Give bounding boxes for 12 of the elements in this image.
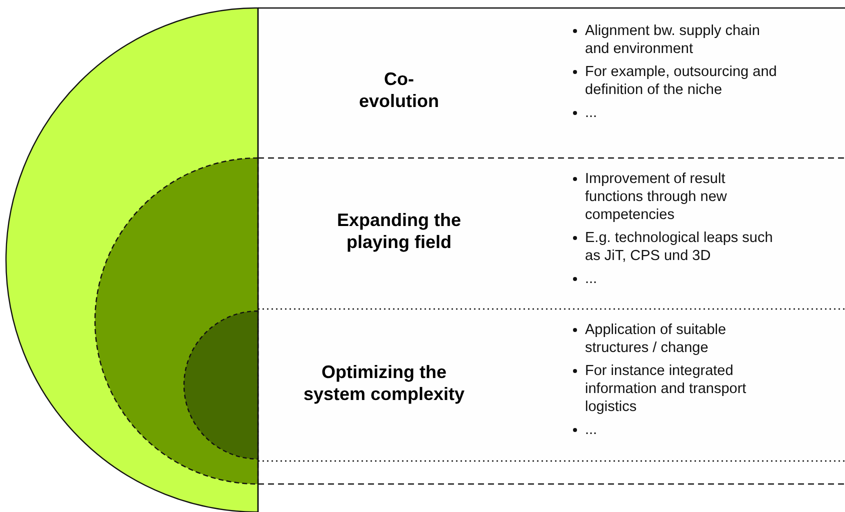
bullet-text: For instance integrated information and transport logistics xyxy=(585,363,746,415)
row-heading: Co- evolution xyxy=(358,68,440,112)
bullet-text: ... xyxy=(585,271,598,287)
bullet-text: E.g. technological leaps such as JiT, CPS und 3D xyxy=(585,230,773,264)
bullet-text: ... xyxy=(585,105,598,121)
bullet-text: Improvement of result functions through new competencies xyxy=(585,171,727,223)
row-heading: Expanding the playing field xyxy=(336,209,462,253)
bullet-text: Alignment bw. supply chain and environment xyxy=(585,23,760,57)
row-heading: Optimizing the system complexity xyxy=(302,361,466,405)
bullet-text: For example, outsourcing and definition of the niche xyxy=(585,64,777,98)
bullet-text: ... xyxy=(585,422,598,438)
bullet-text: Application of suitable structures / change xyxy=(585,322,726,356)
